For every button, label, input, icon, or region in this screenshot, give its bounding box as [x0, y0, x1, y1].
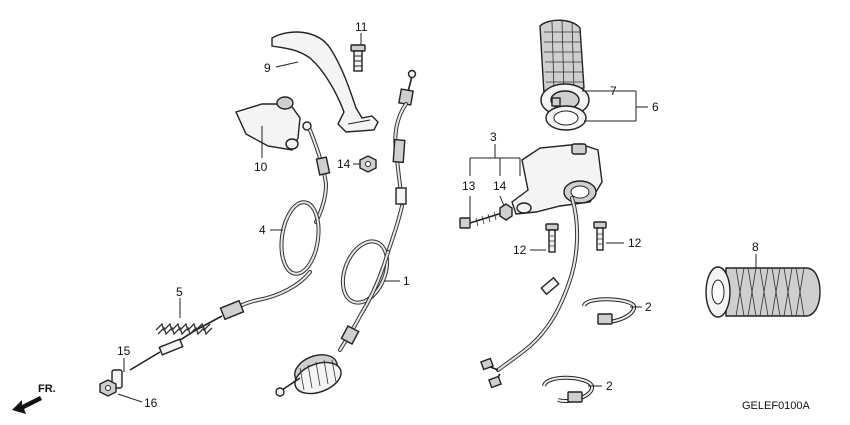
left-grip — [705, 266, 821, 318]
cable-clamp-lower — [542, 375, 594, 403]
switch-wiring — [480, 196, 580, 389]
callout-12-right: 12 — [628, 236, 642, 250]
housing-bolt — [459, 203, 513, 229]
callout-4: 4 — [259, 223, 266, 237]
callout-7: 7 — [610, 84, 617, 98]
callout-11: 11 — [355, 20, 368, 34]
callout-2-upper: 2 — [645, 300, 652, 314]
direction-label: FR. — [38, 383, 56, 395]
callout-14-left: 14 — [337, 157, 351, 171]
callout-10: 10 — [254, 160, 268, 174]
throttle-cable-b — [275, 69, 417, 397]
leader-lines — [117, 33, 757, 403]
cable-clamp-upper — [582, 297, 636, 325]
callout-6: 6 — [652, 100, 659, 114]
callout-14-right: 14 — [493, 179, 507, 193]
pivot-bolt — [350, 44, 366, 72]
callout-12-left: 12 — [513, 243, 527, 257]
callout-3: 3 — [490, 130, 497, 144]
adjuster-spring — [155, 322, 213, 336]
throttle-cable-a — [129, 121, 331, 371]
callout-2-lower: 2 — [606, 379, 613, 393]
lever-bracket — [235, 96, 301, 151]
throttle-grip — [539, 19, 590, 131]
housing-screws — [545, 221, 607, 253]
callout-15: 15 — [117, 344, 131, 358]
front-direction-arrow-icon: FR. — [12, 383, 56, 414]
throttle-housing — [511, 143, 603, 215]
callout-9: 9 — [264, 61, 271, 75]
adjuster-bolt — [99, 369, 123, 397]
callout-13: 13 — [462, 179, 476, 193]
clutch-lever — [271, 31, 379, 133]
callout-1: 1 — [403, 274, 410, 288]
nut-left — [359, 155, 377, 173]
callout-16: 16 — [144, 396, 158, 410]
callout-5: 5 — [176, 285, 183, 299]
callout-8: 8 — [752, 240, 759, 254]
diagram-code: GELEF0100A — [742, 400, 811, 412]
callout-numbers: 11 9 10 14 4 1 5 15 16 7 6 3 13 14 12 12… — [117, 20, 759, 410]
